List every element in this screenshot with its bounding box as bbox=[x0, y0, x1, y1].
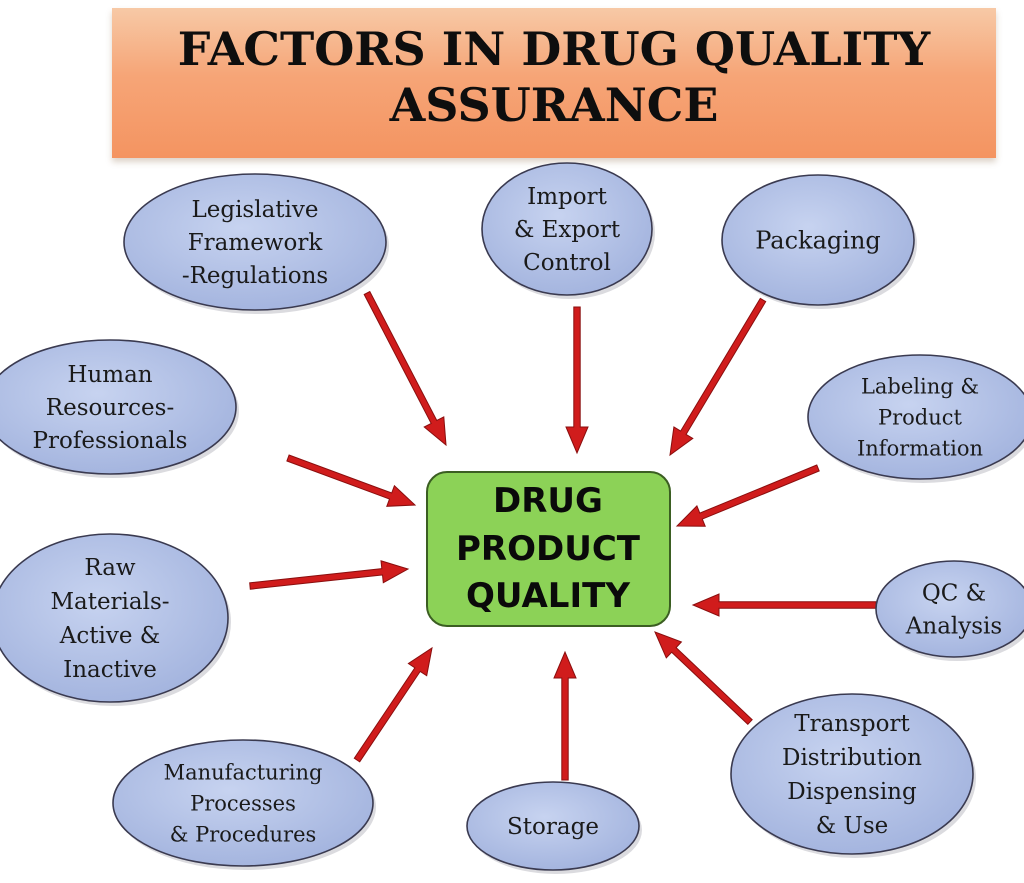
factor-label-line: & Export bbox=[514, 217, 621, 243]
factor-ellipse bbox=[807, 354, 1024, 480]
factor-label-line: Human bbox=[67, 362, 152, 388]
factor-ellipse bbox=[721, 174, 915, 306]
factor-ellipse bbox=[0, 533, 229, 703]
factor-label-line: Distribution bbox=[782, 745, 922, 771]
factor-label-line: Professionals bbox=[33, 428, 188, 454]
arrow-human-resources bbox=[286, 454, 417, 507]
factor-label-line: Storage bbox=[507, 814, 599, 840]
center-line-2: PRODUCT bbox=[456, 529, 641, 569]
factor-label-line: Packaging bbox=[755, 226, 881, 254]
factor-label-line: QC & bbox=[922, 581, 986, 607]
factor-label-line: & Use bbox=[816, 813, 889, 839]
factor-label-line: Dispensing bbox=[787, 779, 917, 805]
factor-label-line: & Procedures bbox=[170, 822, 317, 846]
factor-ellipse bbox=[875, 560, 1024, 658]
arrow-packaging bbox=[669, 297, 767, 457]
arrow-raw-materials bbox=[249, 560, 410, 590]
factor-label-line: Import bbox=[527, 184, 607, 210]
arrow-qc-analysis bbox=[691, 593, 877, 617]
factor-node-packaging: Packaging bbox=[721, 174, 917, 309]
title-line-2: ASSURANCE bbox=[389, 78, 719, 132]
factor-label-line: Framework bbox=[188, 230, 324, 256]
factor-ellipse bbox=[481, 162, 653, 296]
arrow-labeling bbox=[675, 464, 820, 527]
factor-ellipse bbox=[112, 739, 374, 867]
factor-label-line: Active & bbox=[59, 623, 160, 649]
arrow-manufacturing bbox=[353, 646, 433, 763]
center-line-1: DRUG bbox=[493, 481, 603, 521]
arrows-layer bbox=[249, 290, 877, 781]
arrow-transport bbox=[654, 631, 753, 726]
title-banner: FACTORS IN DRUG QUALITY ASSURANCE bbox=[112, 8, 996, 158]
factor-label-line: Analysis bbox=[905, 614, 1002, 640]
factor-label-line: Inactive bbox=[63, 657, 157, 683]
factor-label-line: Information bbox=[857, 436, 983, 460]
factor-label-line: Processes bbox=[190, 791, 296, 815]
title-line-1: FACTORS IN DRUG QUALITY bbox=[177, 22, 931, 76]
factor-label-line: Product bbox=[878, 405, 963, 429]
center-node: DRUG PRODUCT QUALITY bbox=[426, 471, 671, 627]
factor-ellipse bbox=[730, 693, 974, 855]
arrow-legislative bbox=[363, 290, 447, 447]
factor-label-line: Manufacturing bbox=[164, 760, 323, 784]
factor-label-line: Legislative bbox=[191, 197, 318, 223]
factor-ellipse bbox=[123, 173, 387, 311]
factor-ellipse bbox=[0, 339, 237, 475]
arrow-import-export bbox=[565, 306, 589, 455]
center-box bbox=[426, 471, 671, 627]
factor-label-line: Resources- bbox=[46, 395, 174, 421]
factor-node-storage: Storage bbox=[466, 781, 642, 874]
factor-label-line: Raw bbox=[84, 555, 136, 581]
factor-label-line: -Regulations bbox=[182, 263, 328, 289]
center-line-3: QUALITY bbox=[466, 576, 630, 616]
arrow-storage bbox=[553, 650, 577, 781]
factor-label-line: Control bbox=[523, 250, 611, 276]
factor-label-line: Labeling & bbox=[861, 374, 979, 398]
factor-label-line: Transport bbox=[794, 711, 910, 737]
factor-node-qc-analysis: QC & Analysis bbox=[875, 560, 1024, 661]
factor-label-line: Materials- bbox=[50, 589, 169, 615]
factor-ellipse bbox=[466, 781, 640, 871]
